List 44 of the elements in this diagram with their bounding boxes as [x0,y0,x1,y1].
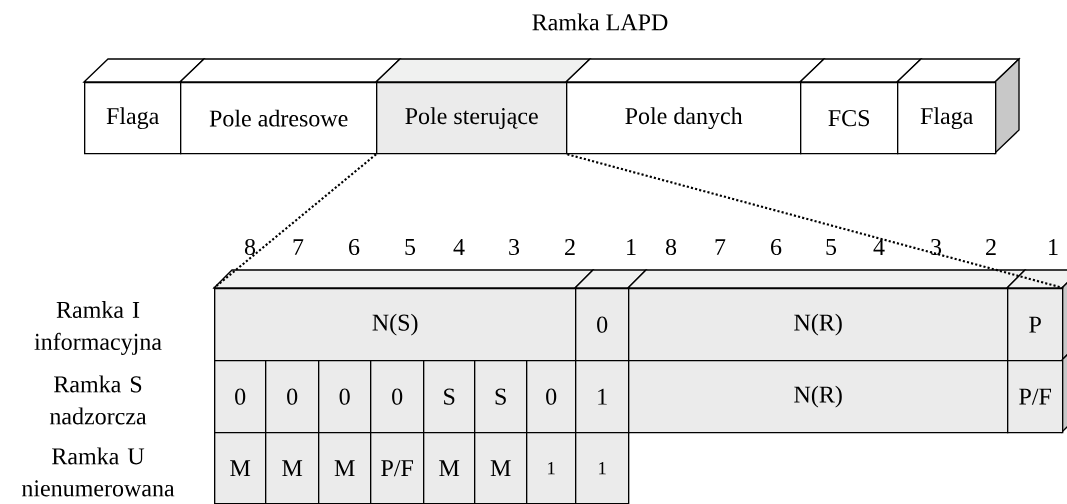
bit-field-cell: 0 [370,360,425,434]
bit-field-cell: S [474,360,528,434]
node-label: M [282,460,303,477]
bit-field-cell: 1 [575,432,630,504]
bit-field-cell: 0 [526,360,577,434]
bit-number: 6 [349,238,360,256]
bit-number: 8 [665,238,677,256]
node-label: 1 [548,462,555,475]
bit-number: 5 [826,239,837,255]
row-label: Ramka S nadzorcza [49,375,147,425]
bit-field-cell: M [265,432,320,504]
node-label: M [490,460,511,477]
bit-number: 8 [244,238,256,256]
bit-number: 3 [931,238,942,256]
node-label: P/F [381,460,413,477]
bit-field-cell: S [423,360,476,434]
bit-number: 4 [453,239,465,255]
title: Ramka LAPD [532,13,668,31]
bit-number: 7 [293,239,304,255]
bit-field-cell: 0 [265,360,320,434]
bit-field-cell: 0 [318,360,372,434]
row-label: Ramka U nienumerowana [21,447,175,497]
bit-field-cell: M [474,432,528,504]
bit-field-cell: M [318,432,372,504]
bit-number: 7 [715,239,726,255]
bit-number: 1 [627,239,636,255]
bit-number: 2 [565,239,575,255]
bit-field-cell: M [423,432,476,504]
node-label: M [230,460,251,477]
zoom-line [213,153,377,289]
node-label: M [439,460,460,477]
bit-number: 4 [873,239,885,255]
bit-number: 3 [509,238,520,256]
bit-number: 6 [771,238,782,256]
bit-number: 2 [986,239,996,255]
node-label: M [334,460,355,477]
bit-field-cell: M [214,432,267,504]
bit-field-cell: P/F [370,432,425,504]
bit-field-cell: 1 [526,432,577,504]
bit-field-cell: 1 [575,360,630,434]
bit-number: 5 [405,239,416,255]
bit-field-cell: 0 [214,360,267,434]
row-label: Ramka I informacyjna [34,301,162,355]
bit-number: 1 [1049,239,1058,255]
